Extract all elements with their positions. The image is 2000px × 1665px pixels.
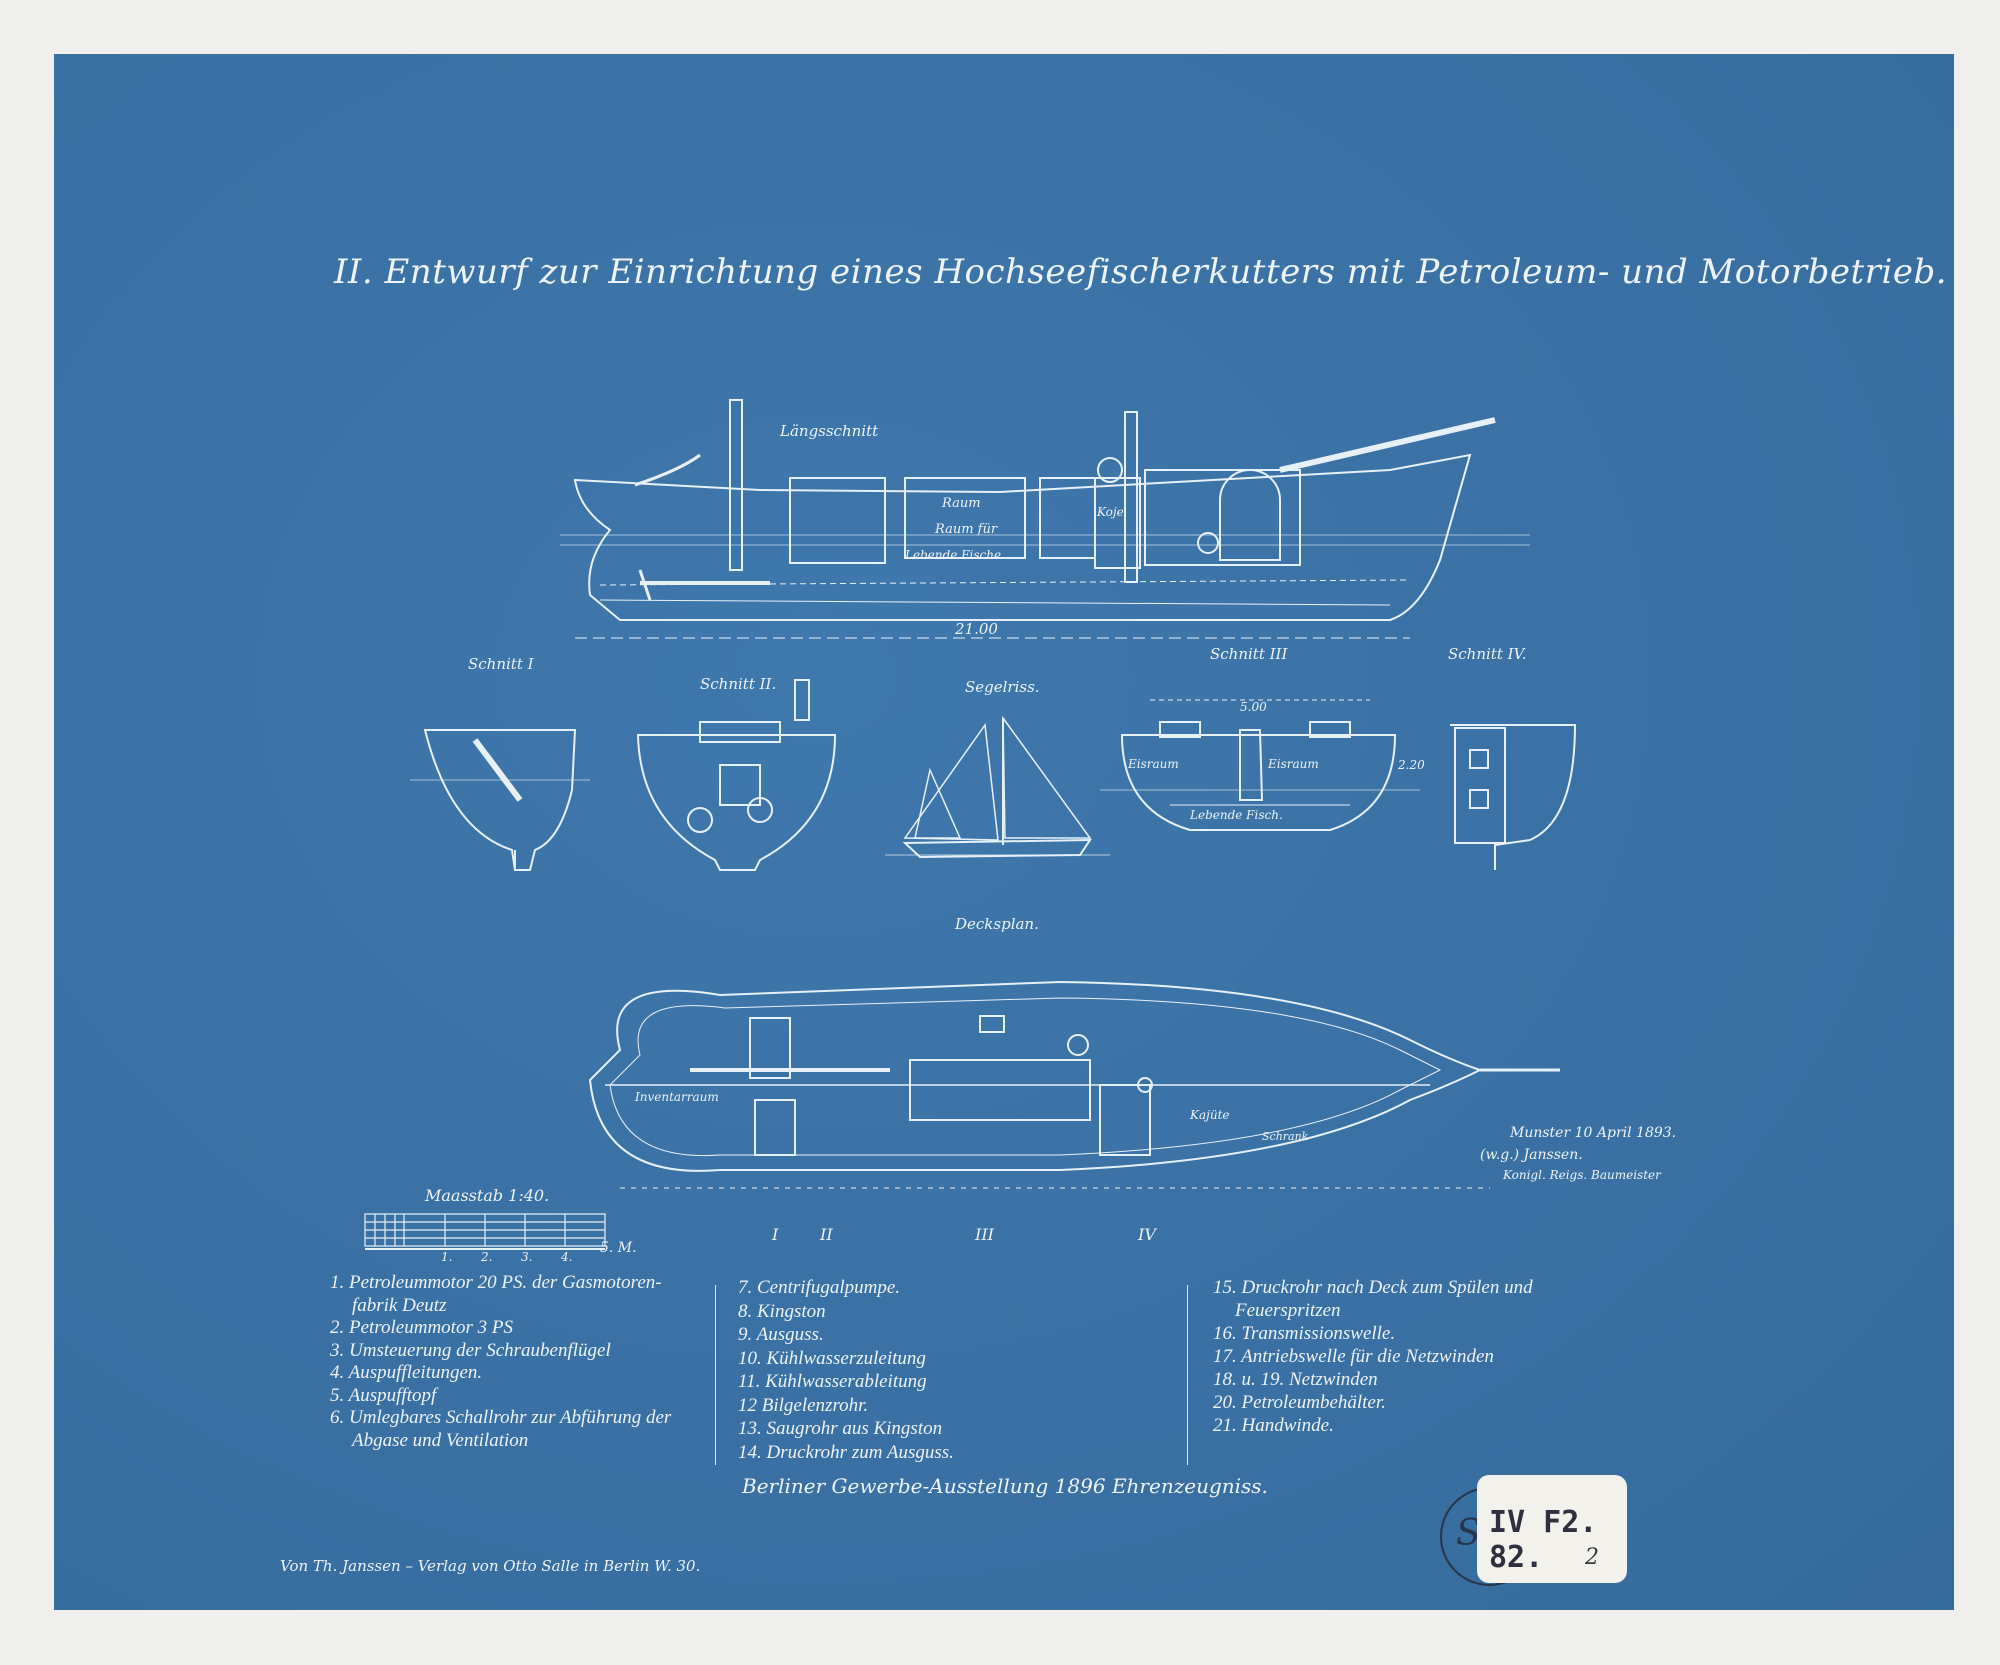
room-label: Lebende Fische (905, 548, 1002, 562)
legend-item: 7. Centrifugalpumpe. (738, 1277, 901, 1298)
scale-tick: 1. (441, 1250, 453, 1264)
legend-divider (715, 1285, 716, 1465)
label-deck-plan: Decksplan. (955, 915, 1039, 933)
legend-item: fabrik Deutz (352, 1294, 447, 1316)
archive-label-number: IV F2. 82. (1489, 1505, 1598, 1575)
scale-tick: 4. (561, 1250, 573, 1264)
legend-item: 18. u. 19. Netzwinden (1213, 1369, 1378, 1390)
legend-item: 8. Kingston (738, 1300, 826, 1322)
legend-item: 5. Auspufftopf (330, 1384, 437, 1406)
section-mark: III (975, 1225, 994, 1244)
section-mark: II (820, 1225, 833, 1244)
legend-item: 21. Handwinde. (1213, 1415, 1334, 1436)
legend-column-3: 15. Druckrohr nach Deck zum Spülen und F… (1213, 1276, 1533, 1437)
legend-item: 17. Antriebswelle für die Netzwinden (1213, 1346, 1494, 1367)
legend-item: 12 Bilgelenzrohr. (738, 1394, 869, 1416)
scale-bar (364, 1213, 606, 1250)
legend-item: 4. Auspuffleitungen. (330, 1362, 483, 1383)
longitudinal-section (560, 399, 1530, 639)
legend-item: Abgase und Ventilation (352, 1429, 529, 1451)
section3-width: 5.00 (1240, 700, 1267, 714)
section3-height: 2.20 (1398, 758, 1425, 772)
label-longitudinal-section: Längsschnitt (780, 422, 879, 440)
legend-column-1: 1. Petroleummotor 20 PS. der Gasmotoren-… (330, 1272, 671, 1452)
room-label: Lebende Fisch. (1190, 808, 1283, 822)
room-label: Koje (1097, 505, 1124, 519)
section-mark: I (772, 1225, 779, 1244)
legend-divider (1187, 1285, 1188, 1465)
label-length-dimension: 21.00 (955, 620, 998, 638)
section-3-drawing (1100, 699, 1420, 831)
scale-label: Maasstab 1:40. (425, 1186, 550, 1205)
page-title: II. Entwurf zur Einrichtung eines Hochse… (334, 252, 1948, 292)
legend-item: 6. Umlegbares Schallrohr zur Abführung d… (330, 1407, 672, 1428)
signature-place-date: Munster 10 April 1893. (1510, 1125, 1677, 1141)
label-sail-plan: Segelriss. (965, 678, 1040, 696)
legend-item: 10. Kühlwasserzuleitung (738, 1347, 926, 1369)
legend-item: 9. Ausguss. (738, 1324, 824, 1345)
section-2-drawing (636, 679, 837, 871)
legend-item: 16. Transmissionswelle. (1213, 1323, 1396, 1344)
scale-tick: 5. M. (600, 1240, 637, 1256)
section-mark: IV (1138, 1225, 1156, 1244)
section-4-drawing (1450, 724, 1577, 870)
stamp-letter: S (1456, 1513, 1481, 1554)
room-label: Raum (942, 496, 981, 511)
legend-item: 13. Saugrohr aus Kingston (738, 1418, 943, 1439)
label-section-1: Schnitt I (468, 655, 534, 673)
archive-label-sub: 2 (1585, 1545, 1599, 1570)
legend-column-2: 7. Centrifugalpumpe. 8. Kingston 9. Ausg… (738, 1276, 954, 1464)
room-label: Inventarraum (635, 1090, 719, 1104)
legend-item: Feuerspritzen (1235, 1300, 1341, 1321)
label-section-4: Schnitt IV. (1448, 645, 1527, 663)
legend-item: 14. Druckrohr zum Ausguss. (738, 1441, 954, 1463)
legend-item: 20. Petroleumbehälter. (1213, 1392, 1386, 1413)
deck-plan-drawing (588, 980, 1560, 1189)
archive-label: IV F2. 82. 2 (1477, 1475, 1627, 1583)
legend-item: 1. Petroleummotor 20 PS. der Gasmotoren- (330, 1272, 662, 1293)
signature-role: Konigl. Reigs. Baumeister (1503, 1168, 1661, 1182)
label-section-3: Schnitt III (1210, 645, 1288, 663)
room-label: Raum für (935, 522, 998, 537)
signature-name: (w.g.) Janssen. (1480, 1147, 1583, 1163)
room-label: Eisraum (1128, 757, 1179, 771)
legend-item: 2. Petroleummotor 3 PS (330, 1317, 513, 1338)
section-1-drawing (410, 729, 590, 871)
sail-plan-drawing (885, 715, 1110, 859)
room-label: Eisraum (1268, 757, 1319, 771)
legend-item: 11. Kühlwasserableitung (738, 1371, 927, 1392)
scale-tick: 2. (481, 1250, 493, 1264)
label-section-2: Schnitt II. (700, 675, 777, 693)
room-label: Schrank (1262, 1130, 1309, 1143)
scale-tick: 3. (521, 1250, 533, 1264)
room-label: Kajüte (1190, 1108, 1230, 1122)
publisher-text: Von Th. Janssen – Verlag von Otto Salle … (280, 1557, 701, 1575)
legend-item: 3. Umsteuerung der Schraubenflügel (330, 1339, 611, 1361)
legend-item: 15. Druckrohr nach Deck zum Spülen und (1213, 1277, 1533, 1298)
award-text: Berliner Gewerbe-Ausstellung 1896 Ehrenz… (742, 1474, 1268, 1498)
